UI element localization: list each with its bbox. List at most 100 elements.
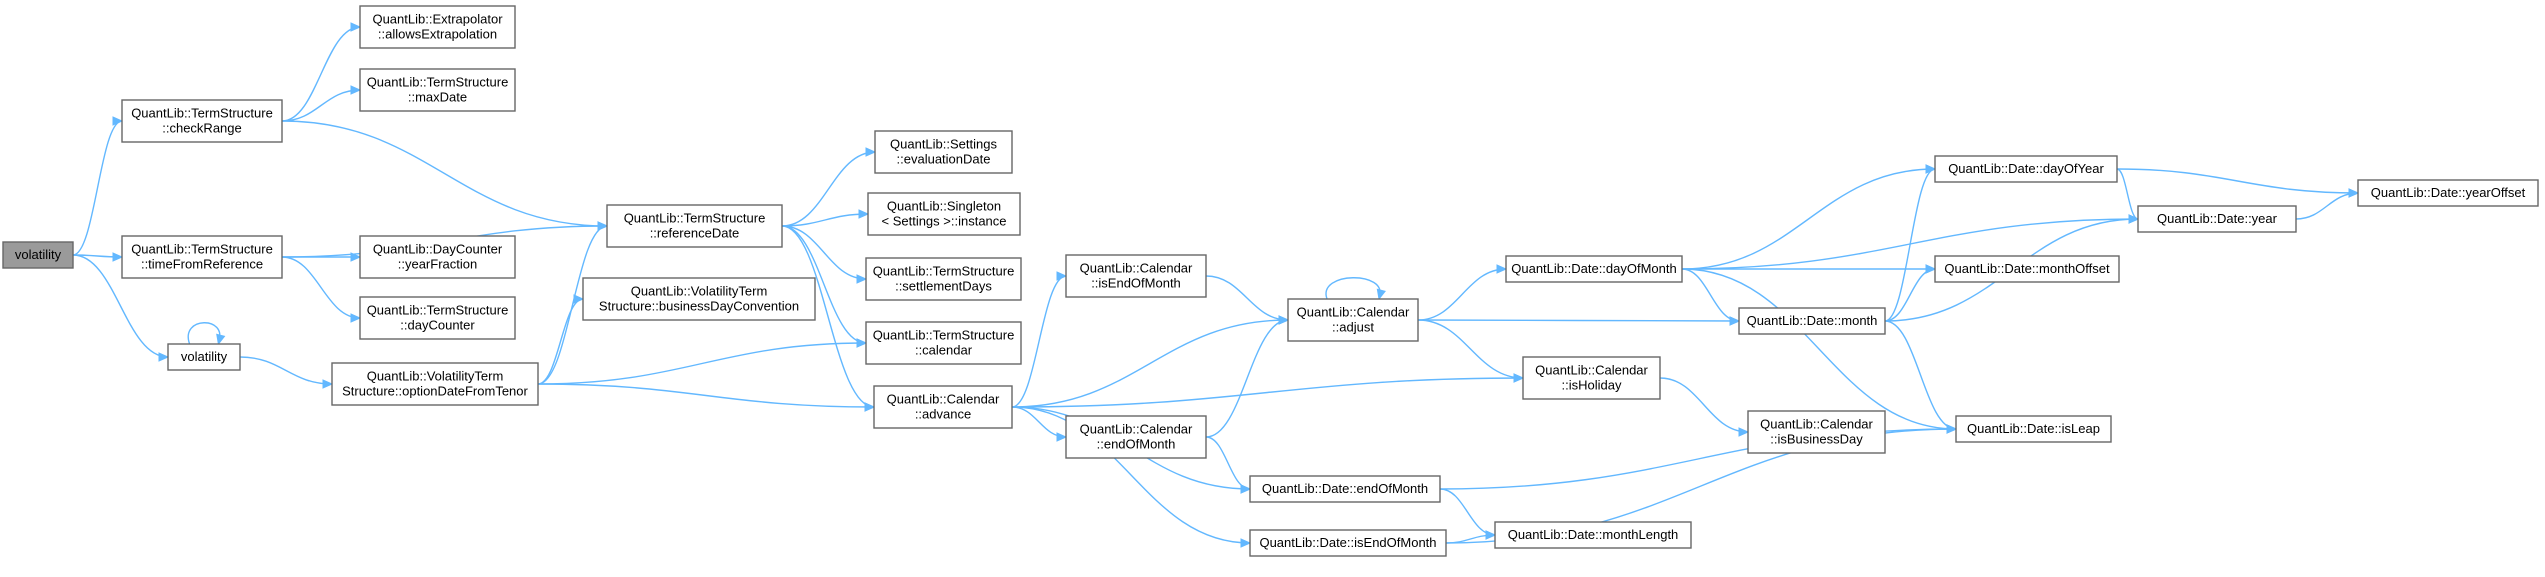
edge-dayOfMonth-to-month [1681, 268, 1741, 326]
edge-referenceDate-to-settlementDays-arrowhead [856, 274, 868, 284]
edge-adjust-to-dayOfMonth-arrowhead [1496, 264, 1508, 274]
edge-volatility2-to-optionDateFromTenor [239, 356, 334, 389]
edge-isHoliday-to-isBusinessDay-arrowhead [1738, 427, 1750, 437]
node-box [167, 343, 241, 371]
node-label: QuantLib::Date::dayOfMonth [1511, 261, 1676, 276]
edge-dayOfMonth-to-isLeap [1681, 268, 1958, 434]
node-dateEndOfMonth[interactable]: QuantLib::Date::endOfMonth [1249, 475, 1441, 503]
node-label: ::dayCounter [400, 318, 475, 333]
node-monthOffset[interactable]: QuantLib::Date::monthOffset [1934, 255, 2120, 283]
node-optionDateFromTenor[interactable]: QuantLib::VolatilityTermStructure::optio… [331, 362, 539, 406]
edge-volatility2-to-volatility2 [187, 322, 226, 346]
node-label: ::referenceDate [650, 226, 740, 241]
node-monthLength[interactable]: QuantLib::Date::monthLength [1494, 521, 1692, 549]
edge-checkRange-to-allowsExtrapolation-arrowhead [350, 22, 362, 32]
node-isHoliday[interactable]: QuantLib::Calendar::isHoliday [1522, 356, 1661, 400]
node-tsCalendar[interactable]: QuantLib::TermStructure::calendar [865, 321, 1022, 365]
node-label: QuantLib::TermStructure [131, 106, 273, 121]
node-box [1738, 307, 1886, 335]
node-box [1065, 254, 1207, 298]
node-advance[interactable]: QuantLib::Calendar::advance [873, 385, 1013, 429]
edge-adjust-to-adjust [1325, 277, 1386, 301]
node-box [2357, 179, 2539, 207]
node-label: ::endOfMonth [1097, 437, 1176, 452]
node-allowsExtrapolation[interactable]: QuantLib::Extrapolator::allowsExtrapolat… [359, 5, 516, 49]
node-dayOfMonth[interactable]: QuantLib::Date::dayOfMonth [1505, 255, 1683, 283]
node-box [359, 5, 516, 49]
edge-isHoliday-to-isBusinessDay [1659, 377, 1750, 437]
node-year[interactable]: QuantLib::Date::year [2137, 205, 2297, 233]
node-box [1955, 415, 2112, 443]
node-box [1065, 415, 1207, 459]
node-dateIsEndOfMonth[interactable]: QuantLib::Date::isEndOfMonth [1249, 529, 1447, 557]
node-label: QuantLib::Date::monthLength [1508, 527, 1679, 542]
edge-advance-to-dateIsEndOfMonth [1011, 406, 1252, 548]
node-label: ::evaluationDate [897, 152, 991, 167]
edge-referenceDate-to-instance [781, 209, 870, 227]
node-businessDayConvention[interactable]: QuantLib::VolatilityTermStructure::busin… [582, 277, 816, 321]
node-label: ::isBusinessDay [1770, 432, 1863, 447]
node-label: QuantLib::Date::endOfMonth [1262, 481, 1428, 496]
edge-advance-to-adjust [1011, 315, 1290, 408]
node-isLeap[interactable]: QuantLib::Date::isLeap [1955, 415, 2112, 443]
node-box [2, 241, 74, 269]
node-label: QuantLib::Calendar [1297, 305, 1410, 320]
node-instance[interactable]: QuantLib::Singleton< Settings >::instanc… [867, 192, 1021, 236]
edge-adjust-to-isHoliday [1417, 319, 1525, 383]
node-box [1494, 521, 1692, 549]
node-evaluationDate[interactable]: QuantLib::Settings::evaluationDate [874, 130, 1013, 174]
node-volatility2[interactable]: volatility [167, 343, 241, 371]
node-label: QuantLib::Date::month [1747, 313, 1878, 328]
node-settlementDays[interactable]: QuantLib::TermStructure::settlementDays [865, 257, 1022, 301]
node-label: ::settlementDays [895, 279, 992, 294]
node-root[interactable]: volatility [2, 241, 74, 269]
node-label: QuantLib::Calendar [1535, 363, 1648, 378]
edge-advance-to-isEndOfMonthCal [1011, 271, 1068, 408]
edge-optionDateFromTenor-to-advance [537, 383, 876, 412]
node-label: Structure::optionDateFromTenor [342, 384, 528, 399]
edge-referenceDate-to-advance [781, 225, 876, 412]
edge-dayOfMonth-to-month-arrowhead [1729, 316, 1741, 326]
node-box [359, 235, 516, 279]
node-label: ::checkRange [162, 121, 242, 136]
node-label: QuantLib::DayCounter [373, 242, 503, 257]
edge-root-to-checkRange-arrowhead [112, 116, 124, 126]
edge-advance-to-dateIsEndOfMonth-arrowhead [1240, 538, 1252, 548]
edge-referenceDate-to-tsCalendar-arrowhead [856, 338, 868, 348]
edge-root-to-timeFromReference [72, 252, 124, 262]
node-month[interactable]: QuantLib::Date::month [1738, 307, 1886, 335]
edge-root-to-volatility2-arrowhead [158, 352, 170, 362]
edge-endOfMonthCal-to-adjust-arrowhead [1278, 315, 1290, 325]
node-referenceDate[interactable]: QuantLib::TermStructure::referenceDate [606, 204, 783, 248]
node-isEndOfMonthCal[interactable]: QuantLib::Calendar::isEndOfMonth [1065, 254, 1207, 298]
node-label: ::yearFraction [398, 257, 477, 272]
edge-timeFromReference-to-yearFraction-arrowhead [350, 252, 362, 262]
node-yearFraction[interactable]: QuantLib::DayCounter::yearFraction [359, 235, 516, 279]
node-box [867, 192, 1021, 236]
call-graph-nodes: volatility QuantLib::TermStructure::check… [2, 5, 2539, 557]
edge-root-to-timeFromReference-arrowhead [112, 252, 124, 262]
node-maxDate[interactable]: QuantLib::TermStructure::maxDate [359, 68, 516, 112]
node-label: ::adjust [1332, 320, 1374, 335]
node-dayOfYear[interactable]: QuantLib::Date::dayOfYear [1934, 155, 2118, 183]
node-timeFromReference[interactable]: QuantLib::TermStructure::timeFromReferen… [121, 235, 283, 279]
edge-month-to-dayOfYear-arrowhead [1925, 164, 1937, 174]
node-yearOffset[interactable]: QuantLib::Date::yearOffset [2357, 179, 2539, 207]
node-dayCounter[interactable]: QuantLib::TermStructure::dayCounter [359, 296, 516, 340]
node-label: QuantLib::Date::yearOffset [2371, 185, 2526, 200]
node-checkRange[interactable]: QuantLib::TermStructure::checkRange [121, 99, 283, 143]
edge-referenceDate-to-settlementDays [781, 225, 868, 284]
node-label: QuantLib::Date::isEndOfMonth [1259, 535, 1436, 550]
edge-checkRange-to-maxDate-arrowhead [350, 85, 362, 95]
node-isBusinessDay[interactable]: QuantLib::Calendar::isBusinessDay [1747, 410, 1886, 454]
node-label: QuantLib::Calendar [887, 392, 1000, 407]
node-box [865, 257, 1022, 301]
node-label: QuantLib::Extrapolator [372, 12, 503, 27]
edge-adjust-to-adjust-arrowhead [1376, 288, 1386, 301]
node-label: ::isEndOfMonth [1091, 276, 1181, 291]
edge-dayOfYear-to-yearOffset [2116, 168, 2360, 198]
node-adjust[interactable]: QuantLib::Calendar::adjust [1287, 298, 1419, 342]
node-label: ::timeFromReference [141, 257, 263, 272]
node-box [121, 99, 283, 143]
node-endOfMonthCal[interactable]: QuantLib::Calendar::endOfMonth [1065, 415, 1207, 459]
